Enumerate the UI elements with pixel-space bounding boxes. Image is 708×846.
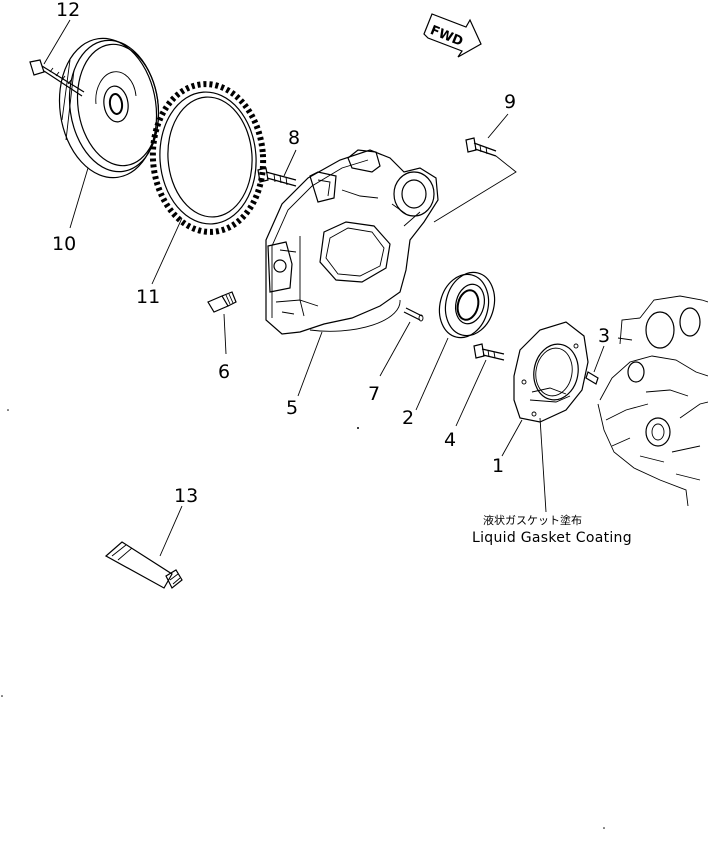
note-english: Liquid Gasket Coating (472, 530, 632, 546)
callout-6: 6 (218, 361, 230, 383)
plug-6 (207, 291, 237, 313)
callout-13: 13 (174, 485, 198, 507)
gasket-tube-13 (104, 541, 183, 589)
scan-specks (1, 409, 605, 829)
pin-7 (403, 307, 424, 322)
callout-1: 1 (492, 455, 504, 477)
callout-9: 9 (504, 91, 516, 113)
bolt-9 (465, 137, 497, 157)
callout-11: 11 (136, 286, 160, 308)
bolt-4 (473, 343, 505, 361)
callout-10: 10 (52, 233, 76, 255)
callout-5: 5 (286, 397, 298, 419)
note-japanese: 液状ガスケット塗布 (483, 513, 582, 527)
callout-3: 3 (598, 325, 610, 347)
gasket-note: 液状ガスケット塗布 Liquid Gasket Coating (472, 513, 632, 546)
ring-gear-11 (149, 81, 267, 235)
callout-8: 8 (288, 127, 300, 149)
flywheel-10 (58, 37, 160, 179)
dowel-3 (585, 371, 599, 385)
callout-12: 12 (56, 0, 80, 21)
bolt-8 (257, 167, 297, 187)
fwd-arrow: FWD (423, 13, 482, 58)
leader-lines (43, 19, 605, 557)
oil-seal-2 (438, 271, 496, 339)
seal-retainer-plate-1 (513, 321, 589, 423)
bolt-12 (29, 59, 85, 97)
engine-block (597, 295, 708, 507)
callout-4: 4 (444, 429, 456, 451)
fwd-label: FWD (428, 23, 465, 50)
callout-2: 2 (402, 407, 414, 429)
flywheel-housing-5 (265, 149, 439, 335)
callout-7: 7 (368, 383, 380, 405)
callout-labels: 12 10 11 8 9 6 5 7 2 4 1 3 13 (52, 0, 610, 507)
